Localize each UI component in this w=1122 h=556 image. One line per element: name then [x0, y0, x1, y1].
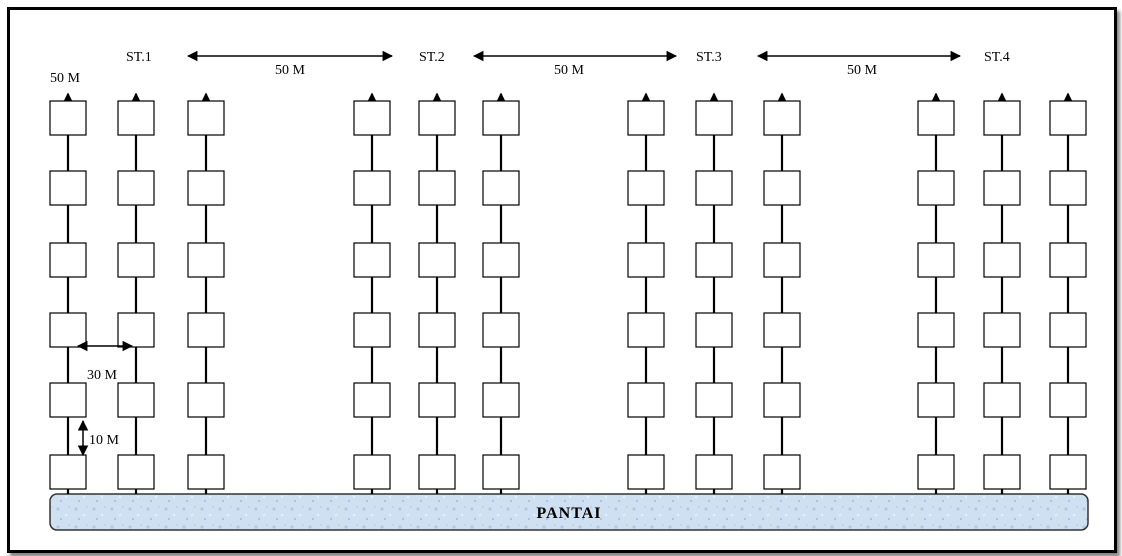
plot-box	[763, 170, 801, 206]
plot-box	[763, 242, 801, 278]
transect-st1-2	[117, 92, 155, 494]
station-label-st4: ST.4	[984, 50, 1010, 65]
transect-st2-2	[418, 92, 456, 494]
plot-box	[1049, 312, 1087, 348]
plot-box	[187, 382, 225, 418]
transect-st3-2	[695, 92, 733, 494]
plot-box	[763, 312, 801, 348]
plot-box	[917, 170, 955, 206]
plot-box	[983, 100, 1021, 136]
plot-box	[763, 382, 801, 418]
plot-box	[353, 454, 391, 490]
plot-box	[983, 170, 1021, 206]
plot-box	[482, 170, 520, 206]
plot-box	[353, 312, 391, 348]
transect-spacing-label: 30 M	[87, 368, 118, 383]
plot-box	[482, 454, 520, 490]
plot-box	[1049, 242, 1087, 278]
transect-st2-1	[353, 92, 391, 494]
plot-box	[1049, 100, 1087, 136]
plot-box	[482, 242, 520, 278]
plot-box	[695, 170, 733, 206]
plot-box	[1049, 454, 1087, 490]
plot-box	[627, 312, 665, 348]
plot-box	[117, 242, 155, 278]
plot-box	[49, 382, 87, 418]
plot-box	[627, 382, 665, 418]
plot-box	[983, 454, 1021, 490]
plot-box	[627, 100, 665, 136]
transect-st4-2	[983, 92, 1021, 494]
plot-box	[117, 170, 155, 206]
plot-box	[983, 382, 1021, 418]
transect-st2-3	[482, 92, 520, 494]
transect-st4-3	[1049, 92, 1087, 494]
transect-st4-1	[917, 92, 955, 494]
plot-box	[353, 100, 391, 136]
plot-box	[418, 382, 456, 418]
plot-box	[418, 242, 456, 278]
plot-box	[917, 242, 955, 278]
shore-band	[49, 493, 1089, 531]
plot-box	[983, 242, 1021, 278]
transect-st1-1	[49, 92, 87, 494]
plot-box	[418, 100, 456, 136]
plot-box	[49, 312, 87, 348]
plot-box	[983, 312, 1021, 348]
plot-box	[187, 170, 225, 206]
plot-box	[763, 100, 801, 136]
plot-box	[695, 312, 733, 348]
station-spacing-label-3: 50 M	[847, 63, 878, 78]
plot-box	[117, 100, 155, 136]
station-label-st1: ST.1	[126, 50, 152, 65]
station-label-st3: ST.3	[696, 50, 722, 65]
plot-box	[1049, 170, 1087, 206]
plot-box	[187, 242, 225, 278]
plot-box	[627, 170, 665, 206]
plot-box	[187, 312, 225, 348]
transect-st3-1	[627, 92, 665, 494]
station-spacing-label-1: 50 M	[275, 63, 306, 78]
plot-box	[353, 382, 391, 418]
plot-box	[627, 242, 665, 278]
plot-box	[695, 100, 733, 136]
plot-box	[353, 242, 391, 278]
plot-box	[1049, 382, 1087, 418]
plot-box	[482, 312, 520, 348]
station-label-st2: ST.2	[419, 50, 445, 65]
plot-box	[49, 242, 87, 278]
plot-box	[482, 100, 520, 136]
plot-box	[418, 170, 456, 206]
plot-box	[695, 454, 733, 490]
plot-box	[418, 312, 456, 348]
plot-box	[695, 242, 733, 278]
plot-box	[353, 170, 391, 206]
plot-box	[117, 454, 155, 490]
station-spacing-label-2: 50 M	[554, 63, 585, 78]
plot-box	[187, 100, 225, 136]
plot-box	[117, 312, 155, 348]
plot-box	[418, 454, 456, 490]
plot-box	[917, 454, 955, 490]
plot-box	[482, 382, 520, 418]
plot-box	[917, 312, 955, 348]
plot-box	[917, 382, 955, 418]
plot-box	[49, 170, 87, 206]
plot-box	[49, 100, 87, 136]
plot-box	[917, 100, 955, 136]
plot-spacing-label: 10 M	[89, 433, 120, 448]
plot-box	[187, 454, 225, 490]
shore-label: PANTAI	[537, 505, 602, 522]
plot-box	[627, 454, 665, 490]
plot-box	[695, 382, 733, 418]
plot-box	[49, 454, 87, 490]
transect-st3-3	[763, 92, 801, 494]
plot-box	[117, 382, 155, 418]
plot-box	[763, 454, 801, 490]
transects-group	[49, 92, 1087, 494]
transect-st1-3	[187, 92, 225, 494]
transect-length-label: 50 M	[50, 71, 81, 86]
